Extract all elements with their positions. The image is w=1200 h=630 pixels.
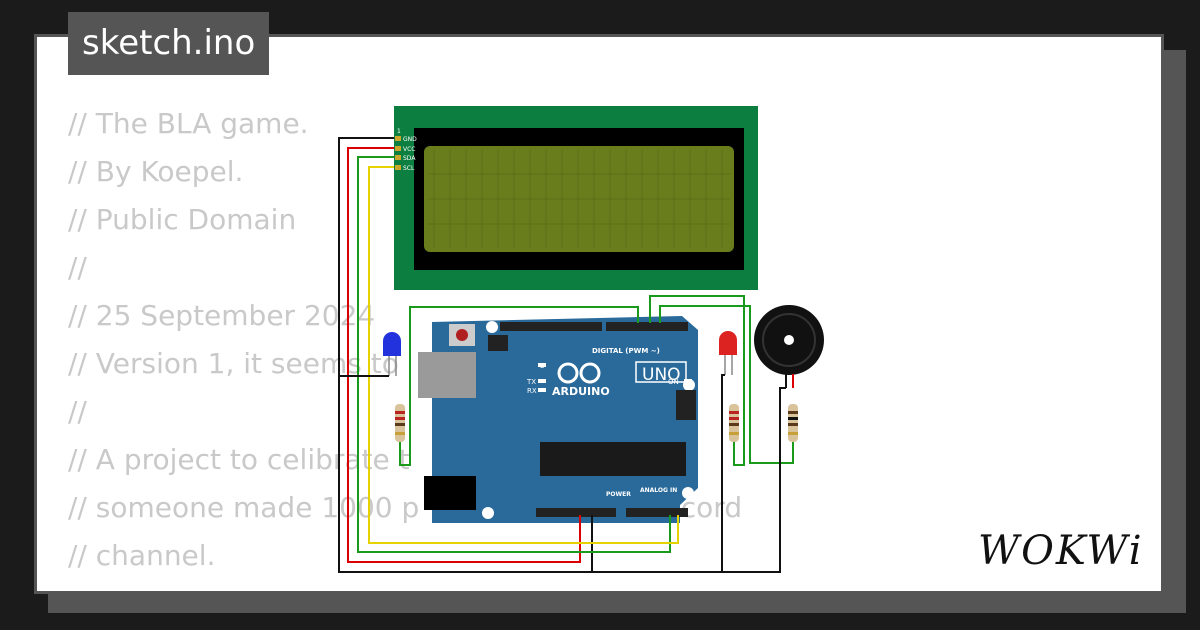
resistor-right[interactable] — [788, 404, 798, 442]
led-red[interactable] — [719, 331, 737, 375]
wire-red-vcc — [347, 147, 581, 563]
icsp-header-2 — [676, 390, 696, 420]
analog-header[interactable] — [626, 508, 688, 517]
code-line: // Version 1, it seems to — [68, 347, 399, 380]
wire-green-buzzer — [659, 305, 794, 464]
atmega-chip — [540, 442, 686, 476]
lcd-pin-label: SCL — [403, 165, 415, 172]
digital-header-left[interactable] — [500, 322, 602, 331]
code-line: // channel. — [68, 539, 216, 572]
board-leds — [538, 363, 692, 392]
wire-green-led-left — [399, 306, 639, 466]
code-line: // Public Domain — [68, 203, 297, 236]
analog-label: ANALOG IN — [640, 487, 677, 494]
code-line: // — [68, 251, 87, 284]
arduino-labels: DIGITAL (PWM ~) POWER ANALOG IN ON L TX … — [526, 347, 681, 498]
resistor-left[interactable] — [395, 404, 405, 442]
wires[interactable] — [338, 137, 794, 573]
led-label: RX — [527, 387, 537, 395]
wokwi-logo: WOKWi — [978, 528, 1144, 574]
lcd-pin-label: 1 — [397, 128, 401, 135]
arduino-brand: ARDUINO — [552, 385, 610, 398]
arduino-uno-board[interactable]: DIGITAL (PWM ~) POWER ANALOG IN ON L TX … — [418, 316, 698, 523]
power-label: POWER — [606, 491, 631, 498]
mount-hole — [482, 507, 494, 519]
icsp-header — [488, 335, 508, 351]
power-header[interactable] — [536, 508, 616, 517]
uno-badge-frame — [635, 361, 687, 383]
mount-hole — [682, 487, 694, 499]
reset-button[interactable] — [456, 329, 468, 341]
wire-green-sda — [357, 156, 671, 553]
lcd-pin-label: VCC — [403, 146, 415, 153]
file-tab-title[interactable]: sketch.ino — [68, 12, 270, 75]
wire-yellow-scl — [368, 166, 679, 544]
arduino-infinity-logo — [557, 362, 601, 384]
digital-header-right[interactable] — [606, 322, 688, 331]
wire-black-led-right — [592, 374, 725, 573]
mount-hole — [486, 321, 498, 333]
lcd-pin-labels: 1 GND VCC SDA SCL — [397, 128, 417, 172]
buzzer[interactable] — [754, 305, 824, 388]
resistor-middle[interactable] — [729, 404, 739, 442]
lcd-pins[interactable] — [395, 136, 401, 170]
lcd-character-grid — [428, 150, 730, 248]
code-line: // The BLA game. — [68, 107, 309, 140]
lcd-pin-label: GND — [403, 136, 417, 143]
code-line: // By Koepel. — [68, 155, 244, 188]
arduino-model: UNO — [642, 365, 681, 385]
led-label: TX — [526, 378, 536, 386]
wire-green-led-right — [649, 295, 745, 466]
led-blue[interactable] — [383, 332, 401, 376]
usb-port — [418, 352, 476, 398]
lcd-pin-label: SDA — [403, 155, 416, 162]
lcd-module[interactable]: 1 GND VCC SDA SCL — [394, 106, 758, 290]
power-jack — [424, 476, 476, 510]
digital-label: DIGITAL (PWM ~) — [592, 347, 660, 355]
code-line: // — [68, 395, 87, 428]
wire-black-buzzer — [722, 387, 786, 573]
